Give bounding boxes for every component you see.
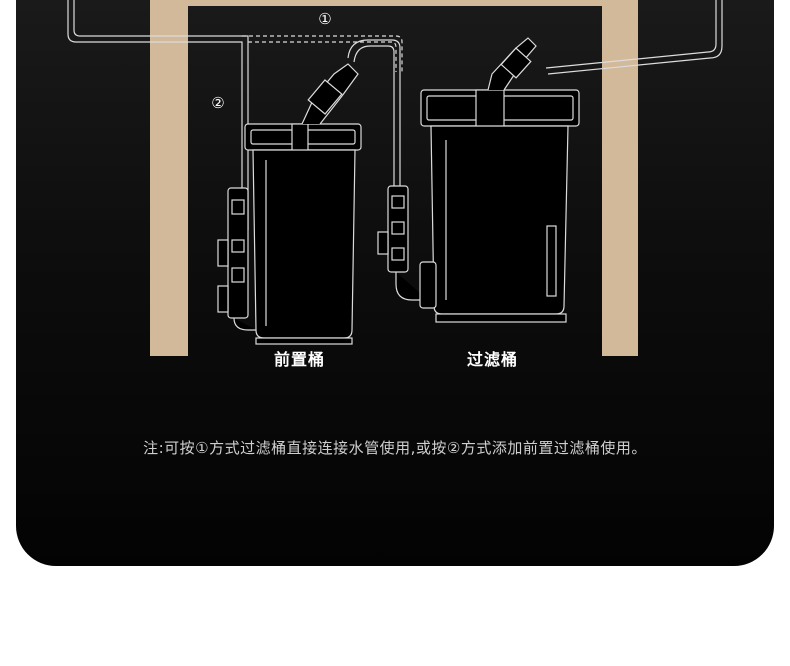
canister-filter [419, 37, 580, 323]
cabinet-top-board [186, 0, 602, 6]
inline-valve [377, 185, 428, 301]
info-card: ① ② 前置桶 过滤桶 注:可按①方式过滤桶直接连接水管使用,或按②方式添加前置… [16, 0, 774, 566]
prefilter-hose [347, 39, 401, 214]
route-2-marker: ② [211, 94, 224, 112]
prefilter-bucket [217, 63, 362, 345]
installation-diagram: ① ② [67, 0, 723, 356]
cabinet-left-post [150, 0, 188, 356]
cabinet-right-post [602, 0, 638, 356]
diagram-stage: ① ② 前置桶 过滤桶 注:可按①方式过滤桶直接连接水管使用,或按②方式添加前置… [16, 0, 774, 566]
route-1-tubing [67, 0, 723, 230]
usage-note: 注:可按①方式过滤桶直接连接水管使用,或按②方式添加前置过滤桶使用。 [143, 439, 647, 457]
route-2-tubing [242, 35, 403, 72]
canister-label: 过滤桶 [467, 350, 519, 369]
prefilter-label: 前置桶 [274, 350, 326, 369]
route-1-marker: ① [318, 10, 331, 28]
